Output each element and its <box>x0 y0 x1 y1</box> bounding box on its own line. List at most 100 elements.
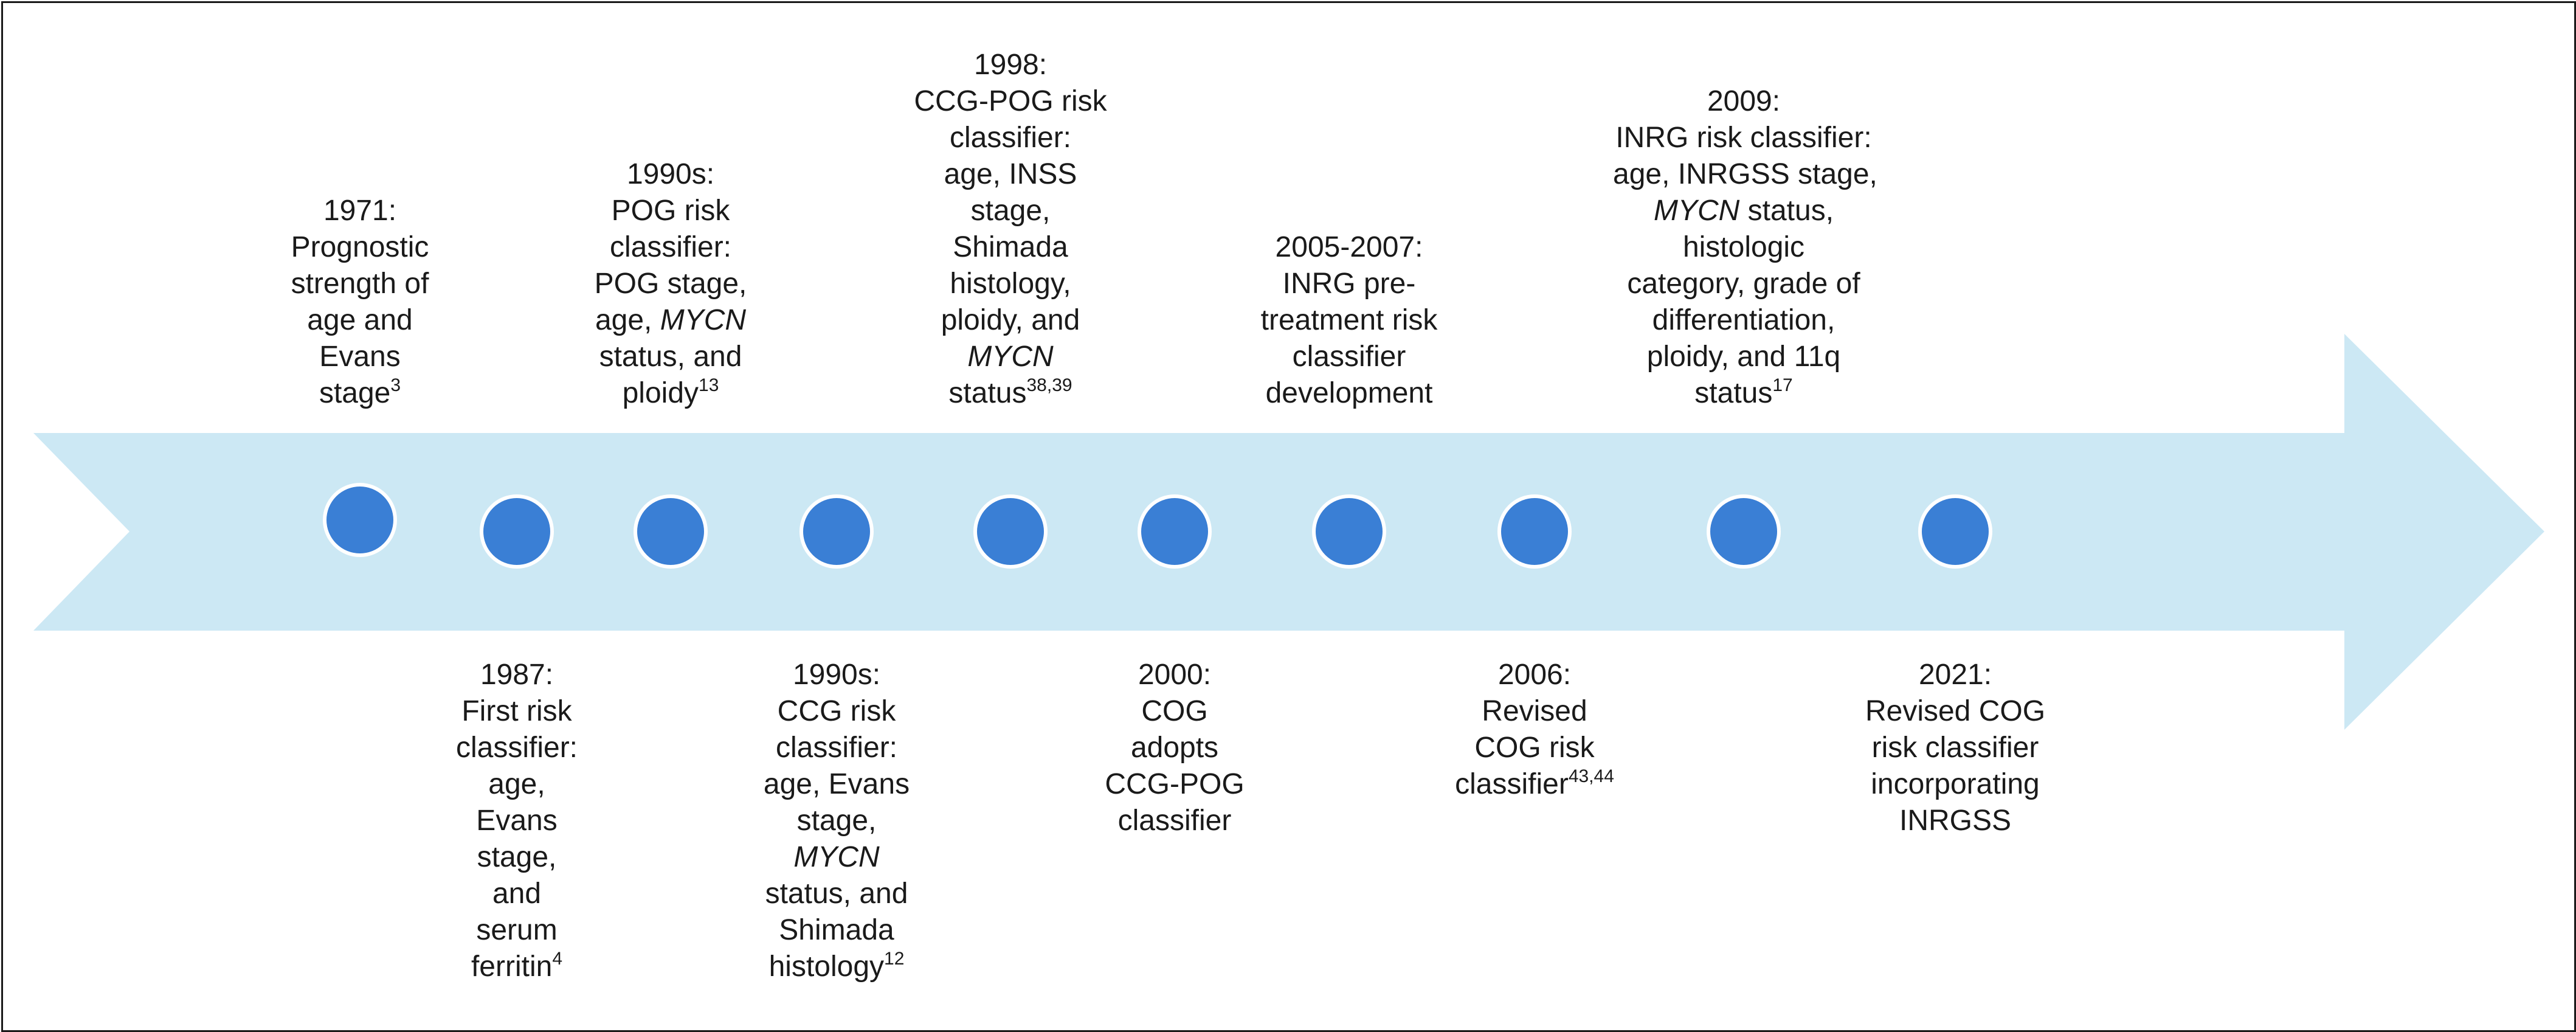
milestone-label-line: MYCN <box>880 339 1141 375</box>
reference-superscript: 12 <box>884 949 905 969</box>
label-text: status, <box>1739 195 1834 227</box>
label-text: stage, <box>477 841 557 873</box>
label-text: 1971: <box>323 195 397 227</box>
label-text: classifier: <box>609 231 732 263</box>
milestone-label-line: MYCN status, <box>1613 193 1874 229</box>
label-text: ploidy, and 11q <box>1646 341 1841 373</box>
milestone-dot <box>1497 494 1572 569</box>
reference-superscript: 38,39 <box>1026 375 1072 395</box>
label-text: ferritin <box>471 951 553 983</box>
label-text: category, grade of <box>1627 268 1860 300</box>
milestone-label-line: histologic <box>1613 229 1874 266</box>
milestone-dot <box>323 483 397 557</box>
milestone-label-line: First risk <box>386 693 647 730</box>
milestone-label-line: ploidy, and 11q <box>1613 339 1874 375</box>
label-text: INRG risk classifier: <box>1615 122 1872 154</box>
label-text: INRGSS <box>1899 805 2012 837</box>
milestone-label-line: classifier: <box>880 120 1141 156</box>
label-text: histology, <box>950 268 1071 300</box>
milestone-label-line: CCG-POG risk <box>880 83 1141 120</box>
reference-superscript: 17 <box>1772 375 1793 395</box>
milestone-label-line: Shimada <box>706 912 967 949</box>
milestone-label-line: status17 <box>1613 375 1874 412</box>
label-text: and <box>492 878 542 910</box>
milestone-label-line: ploidy13 <box>540 375 801 412</box>
label-text: 1987: <box>480 659 554 691</box>
label-text: COG <box>1141 695 1208 727</box>
label-text: development <box>1265 377 1433 409</box>
milestone-label-line: COG <box>1044 693 1305 730</box>
label-text: POG risk <box>611 195 730 227</box>
label-text: status, and <box>599 341 742 373</box>
reference-superscript: 13 <box>699 375 719 395</box>
milestone-label-line: stage, <box>706 803 967 839</box>
label-text: CCG-POG <box>1105 768 1245 800</box>
milestone-label-line: 2005-2007: <box>1218 229 1480 266</box>
milestone-label-line: status38,39 <box>880 375 1141 412</box>
milestone-label-line: Revised <box>1404 693 1665 730</box>
label-text: Shimada <box>779 914 894 946</box>
label-text: age, INRGSS stage, <box>1613 158 1877 190</box>
milestone-label-line: treatment risk <box>1218 302 1480 339</box>
label-text: Prognostic <box>291 231 429 263</box>
label-text: age and <box>307 304 413 336</box>
milestone-label-line: INRGSS <box>1825 803 2086 839</box>
label-text: 2000: <box>1138 659 1212 691</box>
label-text: classifier <box>1292 341 1406 373</box>
milestone-label-line: classifier43,44 <box>1404 766 1665 803</box>
label-text: differentiation, <box>1652 304 1835 336</box>
milestone-label-line: age and <box>229 302 491 339</box>
milestone-label-line: INRG pre- <box>1218 266 1480 302</box>
milestone-label-line: age, INRGSS stage, <box>1613 156 1877 193</box>
milestone-dot <box>1707 494 1781 569</box>
milestone-label-line: 1971: <box>229 193 491 229</box>
label-text: adopts <box>1130 732 1219 764</box>
reference-superscript: 3 <box>390 375 401 395</box>
milestone-label-line: COG risk <box>1404 730 1665 766</box>
milestone-label-line: 1990s: <box>706 657 967 693</box>
milestone-label-line: classifier: <box>706 730 967 766</box>
milestone-dot <box>973 494 1048 569</box>
milestone-label-line: classifier <box>1218 339 1480 375</box>
label-text: stage <box>319 377 391 409</box>
milestone-label-line: POG stage, <box>540 266 801 302</box>
label-text: classifier <box>1455 768 1569 800</box>
label-text: Shimada <box>953 231 1068 263</box>
label-text: treatment risk <box>1260 304 1438 336</box>
label-text: MYCN <box>1653 195 1740 227</box>
milestone-label-line: histology, <box>880 266 1141 302</box>
label-text: ploidy, and <box>941 304 1080 336</box>
label-text: risk classifier <box>1871 732 2039 764</box>
milestone-label-line: POG risk <box>540 193 801 229</box>
milestone-label-line: stage3 <box>229 375 491 412</box>
milestone-label-line: age, Evans <box>706 766 967 803</box>
label-text: 2009: <box>1707 85 1781 117</box>
label-text: 1998: <box>973 49 1048 81</box>
label-text: age, <box>595 304 660 336</box>
milestone-label-line: stage, <box>386 839 647 876</box>
label-text: histology <box>768 951 885 983</box>
milestone-label-line: age, INSS <box>880 156 1141 193</box>
label-text: stage, <box>796 805 877 837</box>
milestone-label-line: MYCN <box>706 839 967 876</box>
milestone-dot <box>1312 494 1386 569</box>
milestone-label-line: status, and <box>706 876 967 912</box>
milestone-label: 2009: INRG risk classifier: age, INRGSS st… <box>1613 83 1877 412</box>
label-text: incorporating <box>1871 768 2040 800</box>
label-text: classifier: <box>775 732 898 764</box>
milestone-label-line: ploidy, and <box>880 302 1141 339</box>
timeline-arrow-shape <box>33 334 2544 730</box>
label-text: MYCN <box>967 341 1054 373</box>
milestone-label-line: CCG risk <box>706 693 967 730</box>
label-text: Revised COG <box>1865 695 2046 727</box>
label-text: age, Evans <box>763 768 910 800</box>
label-text: ploidy <box>622 377 699 409</box>
milestone-label-line: serum <box>386 912 647 949</box>
milestone-label-line: classifier: <box>386 730 647 766</box>
